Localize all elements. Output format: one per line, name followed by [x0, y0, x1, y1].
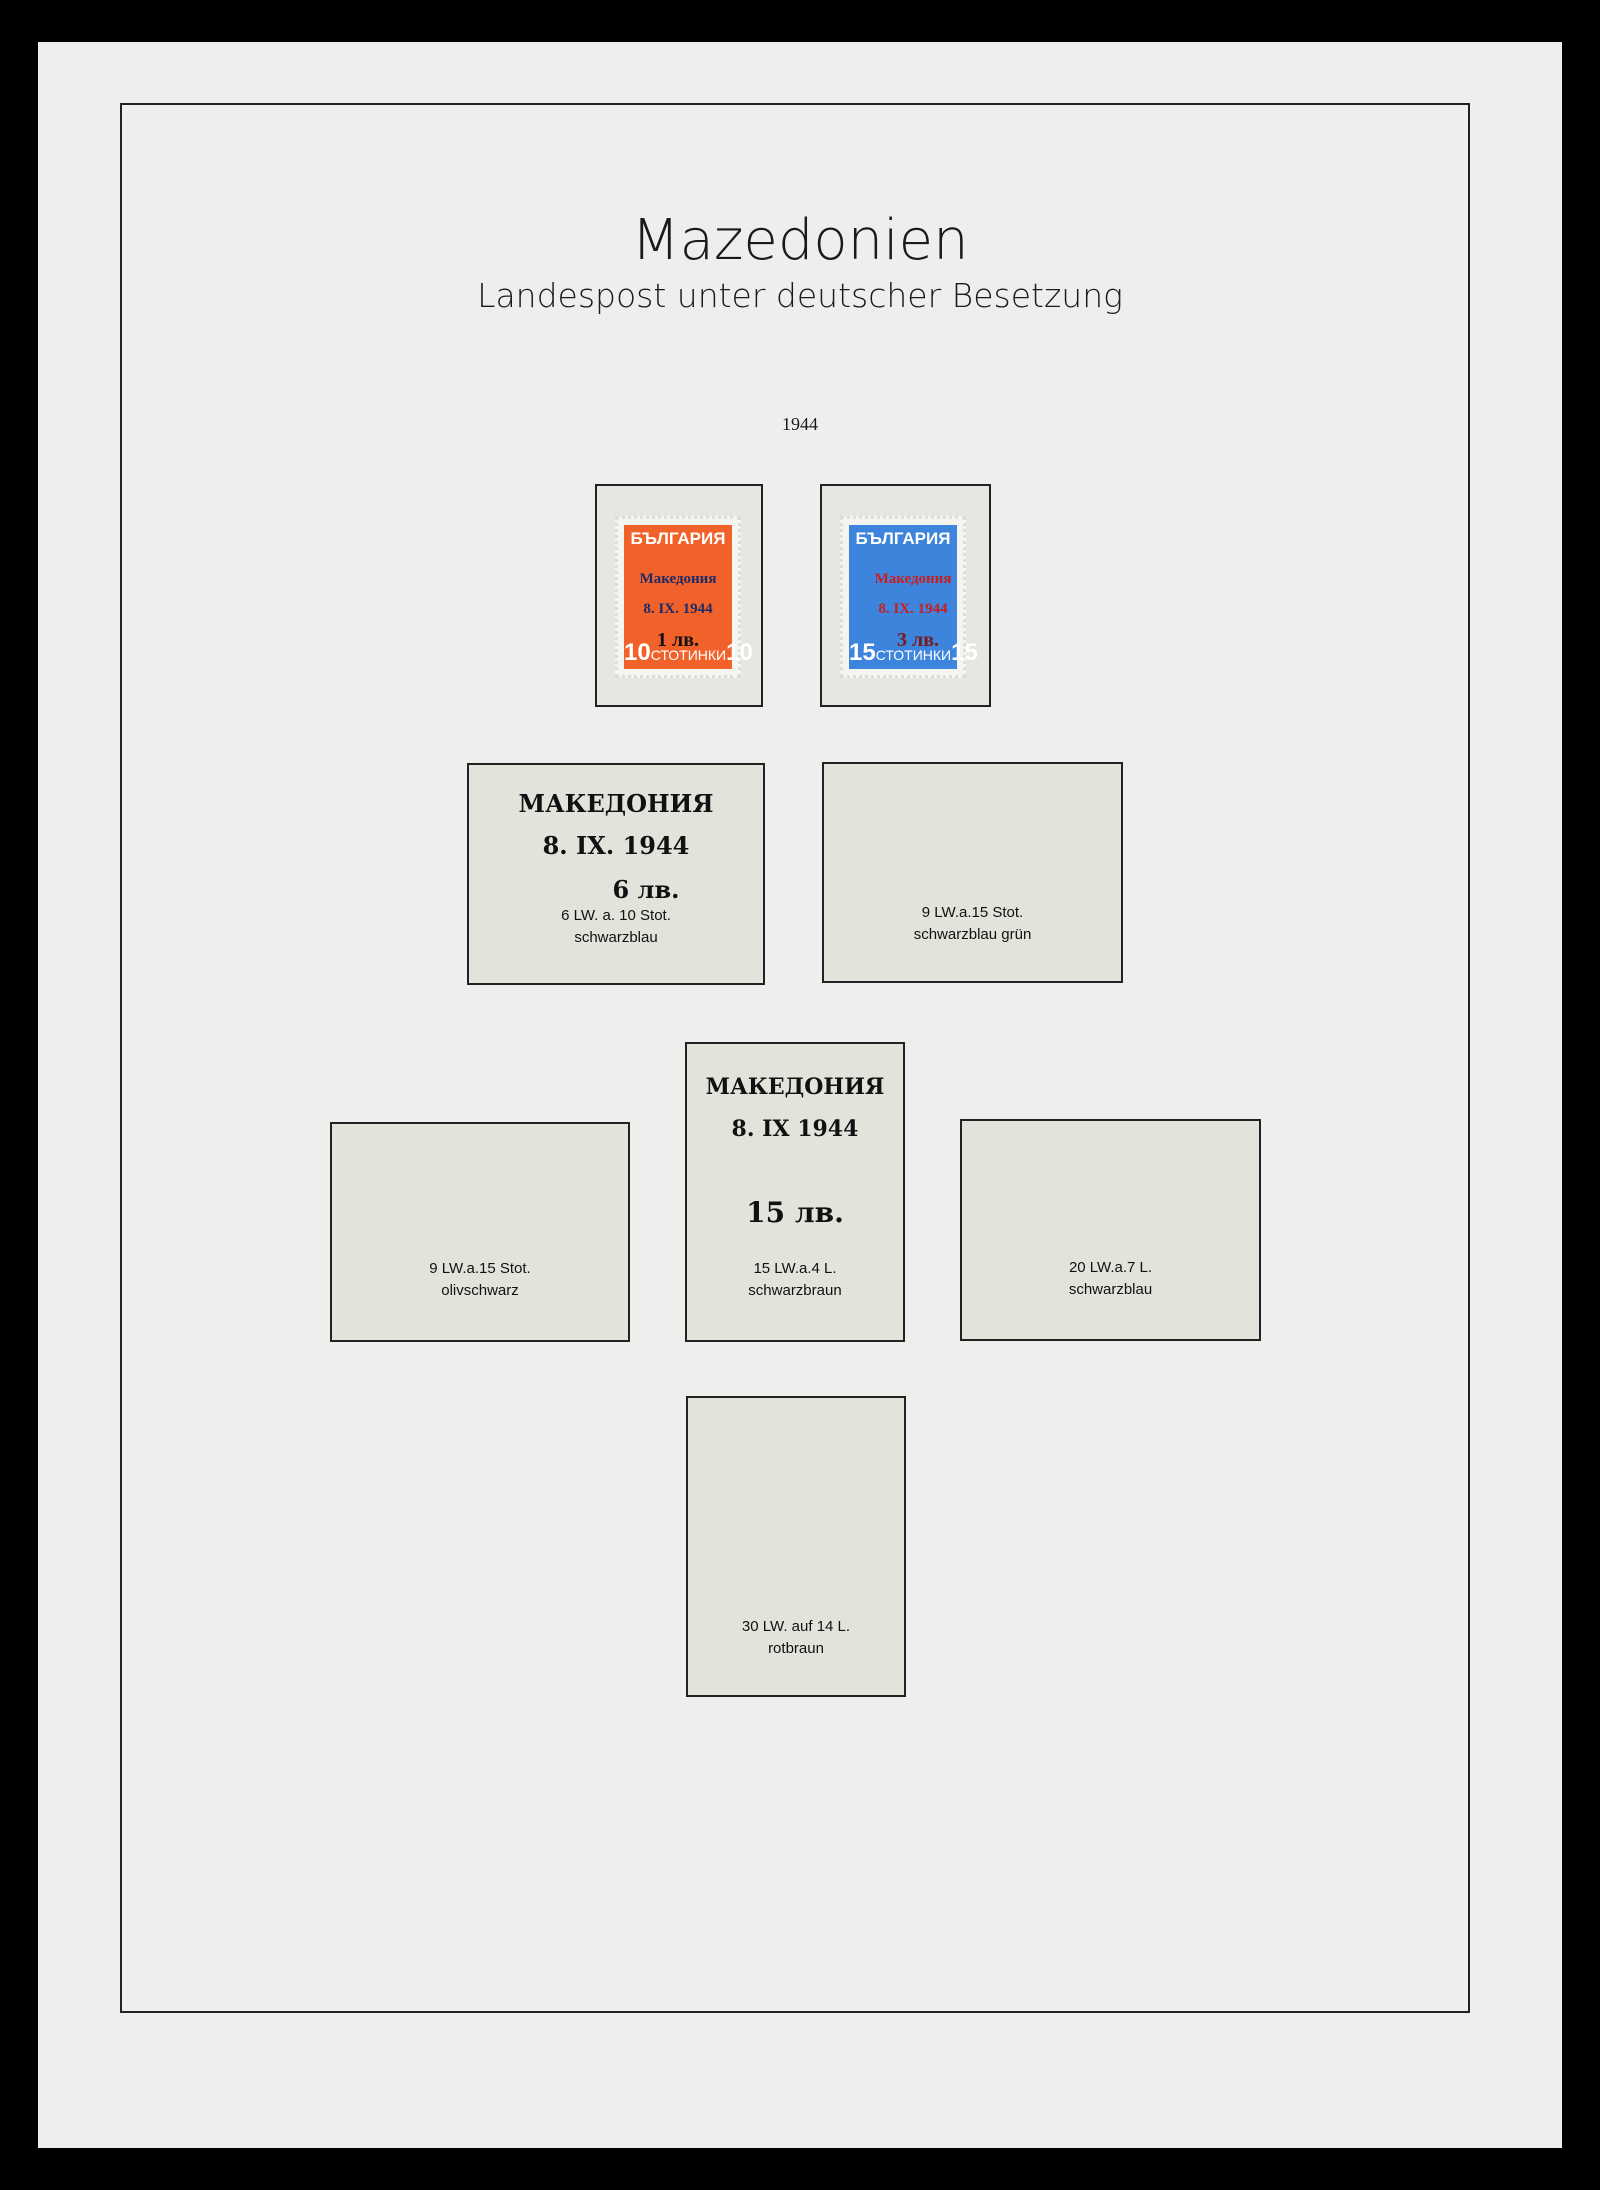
stamp[interactable]: БЪЛГАРИЯ Македония 8. IX. 1944 1 лв. 10С… [615, 516, 753, 678]
overprint-date: 8. IX. 1944 [542, 831, 690, 860]
stamp-overprint-value: 3 лв. [896, 629, 940, 651]
overprint-value: 6 лв. [612, 875, 680, 904]
page-subtitle: Landespost unter deutscher Besetzung [477, 276, 1123, 315]
stamp-description: 9 LW.a.15 Stot. [921, 904, 1024, 921]
stamp-space-2[interactable]: 9 LW.a.15 Stot. schwarzblau grün [822, 762, 1123, 983]
stamp-space-6[interactable]: 30 LW. auf 14 L. rotbraun [686, 1396, 906, 1697]
stamp-color: schwarzbraun [748, 1282, 842, 1299]
stamp-overprint-name: Македония [639, 571, 717, 587]
value-unit: СТОТИНКИ [650, 647, 727, 663]
value-unit: СТОТИНКИ [875, 647, 952, 663]
value-left: 15 [849, 639, 876, 666]
stamp-overprint-value: 1 лв. [656, 629, 700, 651]
stamp-overprint-name: Македония [874, 571, 952, 587]
stamp-overprint-date: 8. IX. 1944 [643, 601, 713, 617]
stamp-color: schwarzblau [1068, 1281, 1153, 1298]
stamp-country: БЪЛГАРИЯ [630, 529, 726, 548]
value-right: 10 [726, 639, 753, 666]
overprint-name: МАКЕДОНИЯ [518, 789, 714, 818]
stamp-color: olivschwarz [441, 1282, 519, 1299]
stamp-description: 15 LW.a.4 L. [753, 1260, 837, 1277]
stamp[interactable]: БЪЛГАРИЯ Македония 8. IX. 1944 3 лв. 15С… [840, 516, 978, 678]
stamp-denomination: 15СТОТИНКИ15 [849, 639, 978, 667]
stamp-space-3[interactable]: 9 LW.a.15 Stot. olivschwarz [330, 1122, 630, 1342]
stamp-description: 20 LW.a.7 L. [1068, 1259, 1153, 1276]
stamp-space-5[interactable]: 20 LW.a.7 L. schwarzblau [960, 1119, 1261, 1341]
stamp-country: БЪЛГАРИЯ [855, 529, 951, 548]
stamp-color: schwarzblau grün [913, 926, 1032, 943]
stamp-description: 9 LW.a.15 Stot. [429, 1260, 531, 1277]
overprint-date: 8. IX 1944 [731, 1116, 859, 1142]
stamp-denomination: 10СТОТИНКИ10 [624, 639, 753, 667]
stamp-color: schwarzblau [574, 929, 658, 946]
page-title: Mazedonien [631, 208, 969, 273]
stamp-space-4[interactable]: МАКЕДОНИЯ 8. IX 1944 15 лв. 15 LW.a.4 L.… [685, 1042, 905, 1342]
stamp-space-1[interactable]: МАКЕДОНИЯ 8. IX. 1944 6 лв. 6 LW. a. 10 … [467, 763, 765, 985]
stamp-mount-1: БЪЛГАРИЯ Македония 8. IX. 1944 1 лв. 10С… [595, 484, 763, 707]
overprint-name: МАКЕДОНИЯ [705, 1074, 885, 1100]
overprint-value: 15 лв. [746, 1196, 844, 1229]
stamp-color: rotbraun [768, 1640, 824, 1657]
stamp-overprint-date: 8. IX. 1944 [878, 601, 948, 617]
year-label: 1944 [782, 414, 818, 434]
page-frame [120, 103, 1470, 2013]
value-right: 15 [951, 639, 978, 666]
value-left: 10 [624, 639, 651, 666]
stamp-description: 30 LW. auf 14 L. [741, 1618, 851, 1635]
stamp-description: 6 LW. a. 10 Stot. [561, 907, 671, 924]
stamp-mount-2: БЪЛГАРИЯ Македония 8. IX. 1944 3 лв. 15С… [820, 484, 991, 707]
